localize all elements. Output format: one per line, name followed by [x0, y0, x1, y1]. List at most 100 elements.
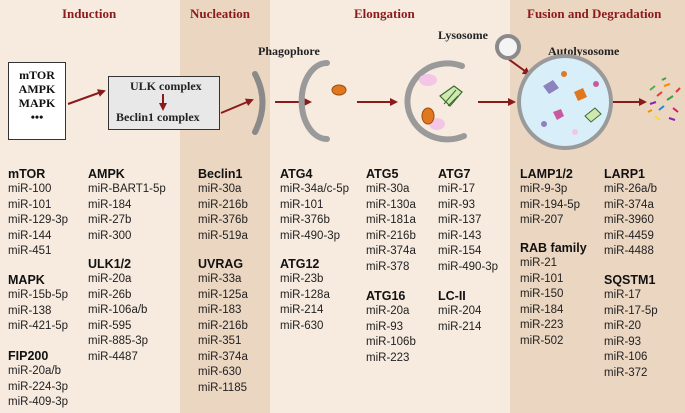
mirna-item: miR-20: [604, 320, 642, 332]
mirna-item: miR-374a: [198, 350, 248, 363]
mirna-item: miR-214: [438, 320, 482, 333]
mirna-item: miR-26a/b: [604, 183, 658, 195]
group-title: SQSTM1: [604, 273, 656, 287]
mitochondrion-cargo: [331, 84, 347, 96]
beclin1-complex-label: Beclin1 complex: [116, 110, 200, 124]
mirna-item: miR-519a: [198, 229, 248, 242]
mirna-item: miR-144: [8, 229, 52, 242]
mirna-item: miR-154: [438, 245, 482, 257]
mirna-item: miR-100: [8, 183, 52, 195]
mirna-item: miR-4459: [604, 229, 654, 242]
mirna-item: miR-490-3p: [280, 229, 341, 242]
group-title: AMPK: [88, 167, 125, 181]
mirna-item: miR-93: [604, 335, 642, 348]
group-mapk: MAPK miR-15b-5p miR-138 miR-421-5p: [8, 272, 68, 335]
mirna-item: miR-BART1-5p: [88, 183, 166, 195]
mirna-item: miR-34a/c-5p: [280, 183, 350, 195]
mirna-item: miR-184: [88, 198, 132, 211]
mirna-item: miR-374a: [366, 245, 416, 257]
group-atg16: ATG16 miR-20a miR-93 miR-106b miR-223: [366, 288, 416, 366]
mirna-item: miR-106a/b: [88, 304, 148, 316]
group-title: FIP200: [8, 349, 49, 363]
mirna-item: miR-23b: [280, 273, 324, 285]
mirna-item: miR-184: [520, 303, 564, 316]
mirna-item: miR-223: [366, 351, 410, 364]
mirna-item: miR-300: [88, 229, 132, 242]
group-title: LARP1: [604, 167, 645, 181]
phagophore-membrane: [252, 71, 266, 135]
mirna-item: miR-101: [520, 272, 564, 285]
degrading-fragment-1: [543, 80, 559, 94]
degrading-fragment-2: [574, 88, 587, 101]
stage-title-induction: Induction: [62, 6, 117, 21]
mirna-item: miR-376b: [280, 214, 330, 226]
kinase-box: mTOR AMPK MAPK •••: [8, 62, 66, 140]
group-lc-ii: LC-II miR-204 miR-214: [438, 288, 481, 335]
group-ulk12: ULK1/2 miR-20a miR-26b miR-106a/b miR-59…: [88, 256, 148, 365]
mirna-item: miR-30a: [198, 183, 242, 195]
mirna-item: miR-150: [520, 288, 564, 300]
mirna-item: miR-138: [8, 304, 52, 317]
group-title: ATG4: [280, 167, 313, 181]
group-rab-family: RAB family miR-21 miR-101 miR-150 miR-18…: [520, 240, 587, 349]
stage-title-elongation: Elongation: [354, 6, 415, 21]
stage-title-fusion: Fusion and Degradation: [527, 6, 662, 21]
group-atg12: ATG12 miR-23b miR-128a miR-214 miR-630: [280, 256, 330, 334]
group-title: Beclin1: [198, 167, 243, 181]
kinase-ampk: AMPK: [18, 82, 56, 96]
mirna-item: miR-137: [438, 214, 482, 226]
degrading-fragment-4: [584, 107, 602, 123]
group-title: ATG12: [280, 257, 320, 271]
arrow-kinase-to-ulk: [67, 89, 106, 105]
group-title: RAB family: [520, 241, 587, 255]
mirna-item: miR-128a: [280, 288, 330, 301]
mirna-item: miR-374a: [604, 198, 654, 211]
mirna-item: miR-216b: [198, 319, 248, 332]
group-fip200: FIP200 miR-20a/b miR-224-3p miR-409-3p: [8, 348, 68, 411]
growing-membrane: [298, 60, 330, 142]
mirna-item: miR-21: [520, 257, 558, 269]
mirna-item: miR-490-3p: [438, 260, 499, 273]
degrading-fragment-6: [593, 81, 599, 87]
degrading-fragment-8: [572, 129, 578, 135]
mirna-item: miR-372: [604, 366, 648, 379]
group-lamp12: LAMP1/2 miR-9-3p miR-194-5p miR-207: [520, 166, 580, 229]
mirna-item: miR-17-5p: [604, 304, 658, 317]
mirna-item: miR-9-3p: [520, 183, 568, 195]
mirna-item: miR-630: [198, 366, 242, 378]
mirna-item: miR-30a: [366, 183, 410, 195]
cargo-protein-lines: [443, 89, 459, 107]
mirna-item: miR-378: [366, 260, 410, 273]
group-atg4: ATG4 miR-34a/c-5p miR-101 miR-376b miR-4…: [280, 166, 349, 244]
mirna-item: miR-93: [438, 198, 476, 211]
mirna-item: miR-106: [604, 351, 648, 363]
phagophore-label: Phagophore: [258, 44, 320, 58]
nucleation-band: [180, 0, 270, 413]
mirna-item: miR-630: [280, 319, 324, 332]
group-title: ATG7: [438, 167, 471, 181]
mirna-item: miR-17: [438, 183, 476, 195]
mirna-item: miR-101: [8, 198, 52, 211]
autolysosome-icon: [517, 54, 613, 150]
ulk-complex-label: ULK complex: [130, 79, 202, 93]
kinase-mtor: mTOR: [19, 68, 55, 82]
group-larp1: LARP1 miR-26a/b miR-374a miR-3960 miR-44…: [604, 166, 657, 260]
group-title: ATG16: [366, 289, 406, 303]
group-title: UVRAG: [198, 257, 244, 271]
mirna-item: miR-224-3p: [8, 380, 69, 393]
mirna-item: miR-20a: [88, 273, 132, 285]
group-uvrag: UVRAG miR-33a miR-125a miR-183 miR-216b …: [198, 256, 248, 396]
group-atg7: ATG7 miR-17 miR-93 miR-137 miR-143 miR-1…: [438, 166, 498, 275]
mirna-item: miR-216b: [198, 198, 248, 211]
mirna-item: miR-502: [520, 334, 564, 347]
mirna-item: miR-595: [88, 319, 132, 332]
mirna-item: miR-204: [438, 305, 482, 317]
autophagosome-membrane: [404, 60, 467, 143]
arrow-lysosome-fusion: [506, 57, 531, 76]
group-title: MAPK: [8, 273, 45, 287]
group-title: mTOR: [8, 167, 46, 181]
stage-title-nucleation: Nucleation: [190, 6, 250, 21]
mirna-item: miR-17: [604, 289, 642, 301]
